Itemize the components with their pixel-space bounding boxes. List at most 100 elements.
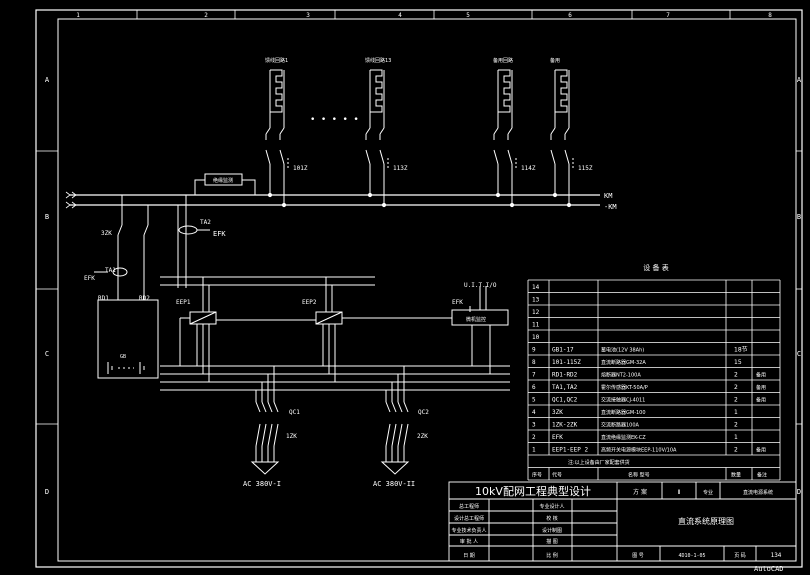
col-marker: 7 bbox=[666, 12, 670, 19]
equipment-row-no: 10 bbox=[532, 334, 540, 341]
equipment-row-no: 7 bbox=[532, 372, 536, 379]
equipment-row-qty: 2 bbox=[734, 372, 738, 379]
equipment-row-qty: 1 bbox=[734, 409, 738, 416]
row-marker: C bbox=[45, 350, 49, 358]
efk-top-label: EFK bbox=[213, 230, 226, 238]
feeder-title: 馈线回路13 bbox=[365, 57, 391, 64]
equipment-row-name: 高频开关电源模块EEP-110V/10A bbox=[601, 447, 677, 454]
ac-input-1-label: AC 380V-I bbox=[243, 480, 281, 488]
page-no: 134 bbox=[771, 552, 782, 559]
col-marker: 3 bbox=[306, 12, 310, 19]
drawing-no: 4D10-1-05 bbox=[678, 553, 705, 559]
dc-bus bbox=[65, 191, 600, 209]
ac-input-2 bbox=[380, 366, 410, 475]
qc2-label: QC2 bbox=[418, 409, 429, 416]
equipment-row-note: 备用 bbox=[756, 372, 766, 379]
bus-positive-label: KM bbox=[604, 192, 612, 200]
col-marker: 6 bbox=[568, 12, 572, 19]
equipment-header-qty: 数量 bbox=[731, 472, 741, 479]
row-marker: D bbox=[45, 488, 49, 496]
feeder-title: 备用 bbox=[550, 57, 560, 64]
equipment-header-code: 代号 bbox=[552, 472, 562, 479]
equipment-row-no: 11 bbox=[532, 322, 540, 329]
equipment-header-no: 序号 bbox=[532, 472, 542, 479]
equipment-row-code: GB1-17 bbox=[552, 347, 574, 354]
equipment-row-name: 霍尔传感器KT-50A/P bbox=[601, 384, 648, 391]
row-markers: A A B B C C D D bbox=[45, 76, 802, 496]
role-left: 日 期 bbox=[463, 553, 475, 559]
equipment-row-name: 直流断路器GM-32A bbox=[601, 359, 646, 366]
role-right: 比 例 bbox=[546, 552, 558, 559]
stage-label: 方 案 bbox=[633, 488, 647, 496]
equipment-row-no: 9 bbox=[532, 347, 536, 354]
drawing-frame bbox=[35, 9, 803, 568]
feeder-title: 馈线回路1 bbox=[265, 57, 288, 64]
efk-left-label: EFK bbox=[84, 275, 95, 282]
monitor-unit-label: 微机监控 bbox=[466, 316, 486, 323]
equipment-row-qty: 2 bbox=[734, 422, 738, 429]
fuse-rd2-label: RD2 bbox=[139, 295, 150, 302]
equipment-row-no: 4 bbox=[532, 409, 536, 416]
feeder-breaker-tag: 101Z bbox=[293, 165, 308, 172]
equipment-row-name: 交流断路器100A bbox=[601, 422, 640, 429]
col-marker: 2 bbox=[204, 12, 208, 19]
ta1-label: TA1 bbox=[105, 267, 116, 274]
project-title: 10kV配网工程典型设计 bbox=[475, 484, 591, 498]
fuse-rd1-label: RD1 bbox=[98, 295, 109, 302]
equipment-header-name: 名称 型号 bbox=[628, 472, 650, 479]
breaker-1zk-label: 1ZK bbox=[286, 433, 297, 440]
autocad-watermark: AutoCAD bbox=[754, 565, 784, 573]
col-marker: 8 bbox=[768, 12, 772, 19]
feeder-breaker-tag: 113Z bbox=[393, 165, 408, 172]
feeder-1: 馈线回路1 101Z bbox=[265, 57, 308, 208]
equipment-row-note: 备用 bbox=[756, 397, 766, 404]
col-marker: 4 bbox=[398, 12, 402, 19]
breaker-3zk-label: 3ZK bbox=[101, 230, 112, 237]
role-right: 校 核 bbox=[546, 515, 558, 522]
insulation-monitor-label: 绝缘监测 bbox=[213, 177, 233, 184]
equipment-row-code: 3ZK bbox=[552, 409, 563, 416]
equipment-row-qty: 2 bbox=[734, 397, 738, 404]
equipment-row-code: TA1,TA2 bbox=[552, 384, 578, 391]
equipment-row-qty: 2 bbox=[734, 447, 738, 454]
role-right: 描 图 bbox=[546, 538, 558, 545]
equipment-table-title: 设 备 表 bbox=[643, 263, 668, 272]
equipment-row-qty: 18节 bbox=[734, 346, 748, 354]
equipment-row-no: 8 bbox=[532, 359, 536, 366]
feeder-title: 备用回路 bbox=[493, 57, 513, 64]
role-left: 审 批 人 bbox=[460, 538, 478, 545]
role-right: 专业设计人 bbox=[539, 503, 564, 510]
equipment-row-code: RD1-RD2 bbox=[552, 372, 578, 379]
feeder-ellipsis: • • • • • bbox=[310, 115, 359, 125]
role-right: 设计制图 bbox=[542, 527, 562, 534]
efk-right-label: EFK bbox=[452, 299, 463, 306]
feeder-breaker-tag: 115Z bbox=[578, 165, 593, 172]
equipment-row-no: 6 bbox=[532, 384, 536, 391]
equipment-row-code: QC1,QC2 bbox=[552, 397, 578, 404]
drawing-title: 直流系统原理图 bbox=[678, 516, 734, 526]
equipment-row-no: 1 bbox=[532, 447, 536, 454]
section-value: 直流电源系统 bbox=[743, 489, 773, 496]
equipment-row-no: 14 bbox=[532, 284, 540, 291]
equipment-footer-note: 注:以上设备由厂家配套供货 bbox=[568, 459, 630, 466]
ac-input-2-label: AC 380V-II bbox=[373, 480, 415, 488]
equipment-row-code: EEP1-EEP 2 bbox=[552, 447, 589, 454]
row-marker: C bbox=[797, 350, 801, 358]
monitor-unit bbox=[216, 286, 509, 374]
row-marker: A bbox=[797, 76, 802, 84]
equipment-row-code: EFK bbox=[552, 434, 563, 441]
row-marker: A bbox=[45, 76, 50, 84]
equipment-row-note: 备用 bbox=[756, 447, 766, 454]
title-block: 10kV配网工程典型设计 方 案 Ⅱ 专业 直流电源系统 直流系统原理图 总工程… bbox=[448, 481, 797, 562]
equipment-row-note: 备用 bbox=[756, 384, 766, 391]
eep2-label: EEP2 bbox=[302, 299, 317, 306]
role-left: 设计总工程师 bbox=[454, 515, 484, 522]
col-marker: 1 bbox=[76, 12, 80, 19]
equipment-row-qty: 2 bbox=[734, 384, 738, 391]
equipment-row-name: 蓄电池(12V 38Ah) bbox=[601, 347, 644, 354]
equipment-row-name: 交流接触器CJ-4011 bbox=[601, 397, 645, 404]
uit-label: U.I.T.I/O bbox=[464, 282, 497, 289]
equipment-row-qty: 1 bbox=[734, 434, 738, 441]
